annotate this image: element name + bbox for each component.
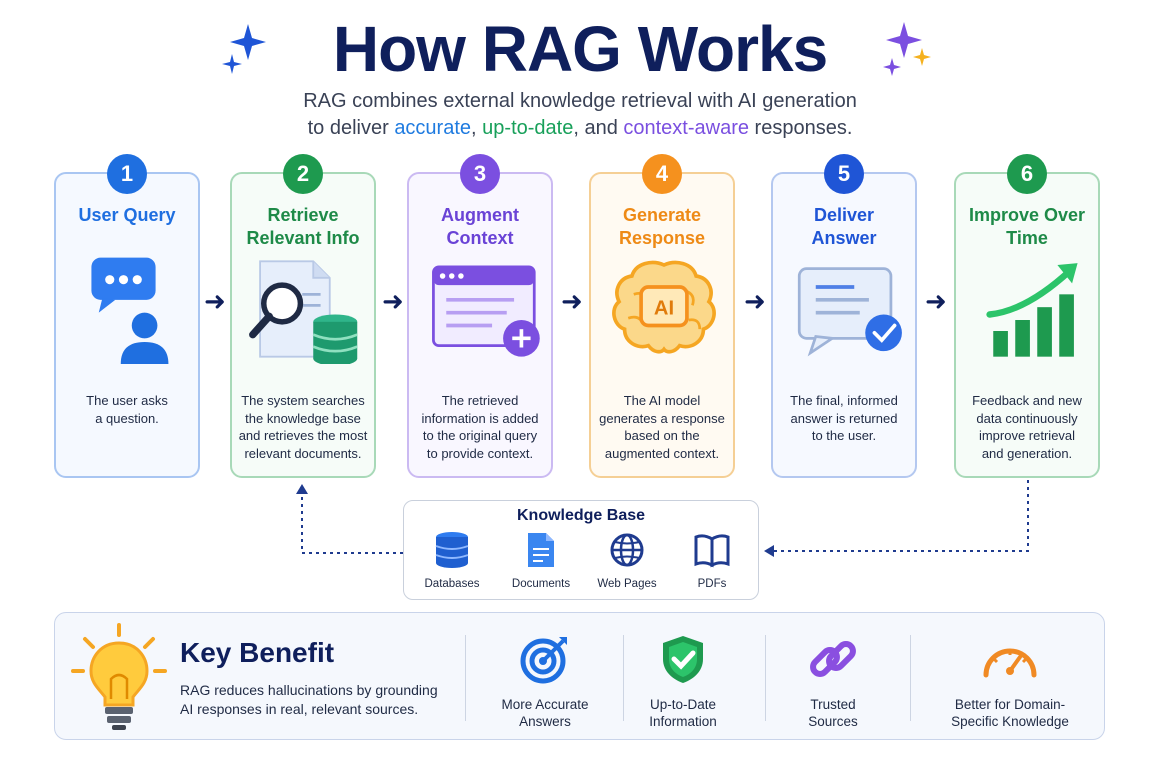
step-number-badge: 1 [107, 154, 147, 194]
window-plus-icon [432, 265, 540, 357]
step-number-badge: 4 [642, 154, 682, 194]
globe-icon [610, 533, 644, 567]
ai-brain-icon: AI [612, 260, 716, 354]
arrow-right-icon: ➜ [561, 286, 583, 316]
lightbulb-icon [71, 623, 167, 730]
arrow-right-icon: ➜ [744, 286, 766, 316]
sparkle-right-icon [883, 22, 931, 76]
divider [910, 635, 911, 721]
benefit-domain-specific: Better for Domain-Specific Knowledge [935, 633, 1085, 730]
target-icon [520, 637, 567, 684]
kb-item-web-pages: Web Pages [587, 531, 667, 590]
arrow-right-icon: ➜ [925, 286, 947, 316]
key-benefit-heading: Key Benefit [180, 637, 335, 668]
step-number-badge: 6 [1007, 154, 1047, 194]
divider [465, 635, 466, 721]
chat-user-icon [91, 257, 169, 364]
step-number-badge: 5 [824, 154, 864, 194]
gauge-icon [983, 648, 1037, 678]
growth-chart-icon [986, 263, 1078, 357]
divider [765, 635, 766, 721]
database-icon [435, 532, 469, 568]
key-benefit-panel: Key Benefit RAG reduces hallucinations b… [54, 612, 1105, 740]
book-icon [694, 534, 730, 568]
context-aware-keyword: context-aware [623, 117, 749, 139]
page-title: How RAG Works [332, 13, 828, 85]
shield-check-icon [663, 636, 703, 683]
subtitle-line-1: RAG combines external knowledge retrieva… [303, 90, 857, 112]
arrow-right-icon: ➜ [204, 286, 226, 316]
kb-item-documents: Documents [501, 531, 581, 590]
kb-item-databases: Databases [412, 531, 492, 590]
search-database-icon [249, 260, 358, 364]
svg-text:AI: AI [654, 298, 674, 320]
sparkle-left-icon [222, 24, 266, 74]
step-number-badge: 2 [283, 154, 323, 194]
knowledge-base-panel: Knowledge Base Databases Documents Web P… [403, 500, 759, 600]
arrow-right-icon: ➜ [382, 286, 404, 316]
answer-check-icon [797, 267, 902, 357]
step-title: User Query [78, 205, 176, 225]
accurate-keyword: accurate [394, 117, 472, 139]
subtitle-line-2: to deliver accurate, up-to-date, and con… [307, 117, 853, 139]
divider [623, 635, 624, 721]
link-icon [810, 641, 856, 677]
step-number-badge: 3 [460, 154, 500, 194]
knowledge-base-title: Knowledge Base [516, 507, 646, 524]
up-to-date-keyword: up-to-date [482, 117, 574, 139]
document-icon [528, 533, 554, 567]
kb-item-pdfs: PDFs [672, 531, 752, 590]
